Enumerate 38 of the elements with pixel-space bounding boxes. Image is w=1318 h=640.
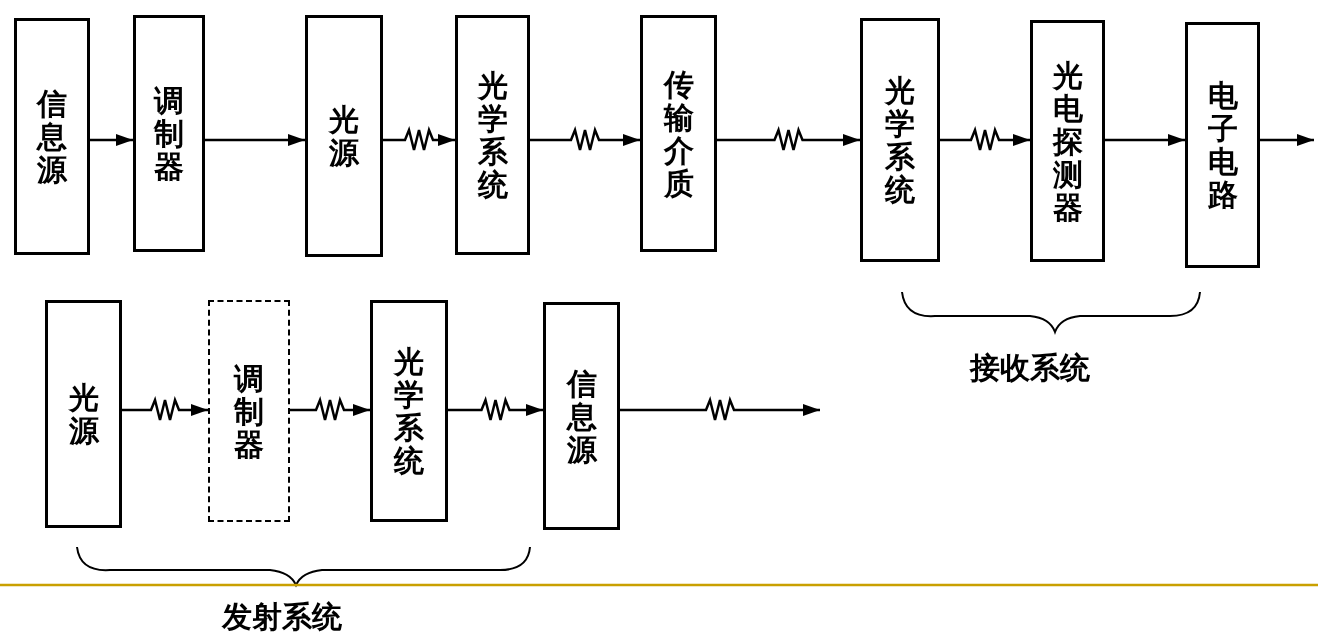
process-box — [133, 15, 205, 252]
arrow — [620, 395, 820, 422]
process-box — [305, 15, 383, 257]
arrow — [717, 125, 860, 152]
box-label: 调制器 — [154, 84, 184, 183]
arrow — [530, 125, 640, 152]
process-box — [208, 300, 290, 522]
process-box — [455, 15, 530, 255]
process-box — [1030, 20, 1105, 262]
arrow — [1260, 133, 1314, 147]
arrow — [90, 133, 133, 147]
box-label: 光学系统 — [477, 69, 508, 201]
box-label: 信息源 — [37, 87, 67, 186]
group-label: 发射系统 — [222, 598, 342, 636]
group-label: 接收系统 — [970, 349, 1090, 387]
process-box — [543, 302, 620, 530]
arrow — [205, 133, 305, 147]
process-box — [370, 300, 448, 522]
arrow — [383, 125, 455, 152]
arrow — [448, 395, 543, 422]
process-box — [860, 18, 940, 262]
process-box — [1185, 22, 1260, 268]
process-box — [14, 18, 90, 255]
process-box — [640, 15, 717, 252]
box-label: 传输介质 — [663, 67, 694, 200]
box-label: 光学系统 — [885, 74, 915, 206]
box-label: 光源 — [329, 103, 359, 169]
box-label: 信息源 — [566, 366, 597, 466]
box-label: 电子电路 — [1207, 79, 1238, 211]
box-label: 光学系统 — [394, 345, 424, 477]
arrow — [1105, 133, 1185, 147]
box-label: 调制器 — [234, 361, 264, 461]
arrow — [290, 395, 370, 422]
box-label: 光源 — [68, 381, 99, 447]
arrow — [940, 125, 1030, 152]
arrow — [122, 395, 208, 422]
box-label: 光电探测器 — [1052, 58, 1083, 224]
process-box — [45, 300, 122, 528]
